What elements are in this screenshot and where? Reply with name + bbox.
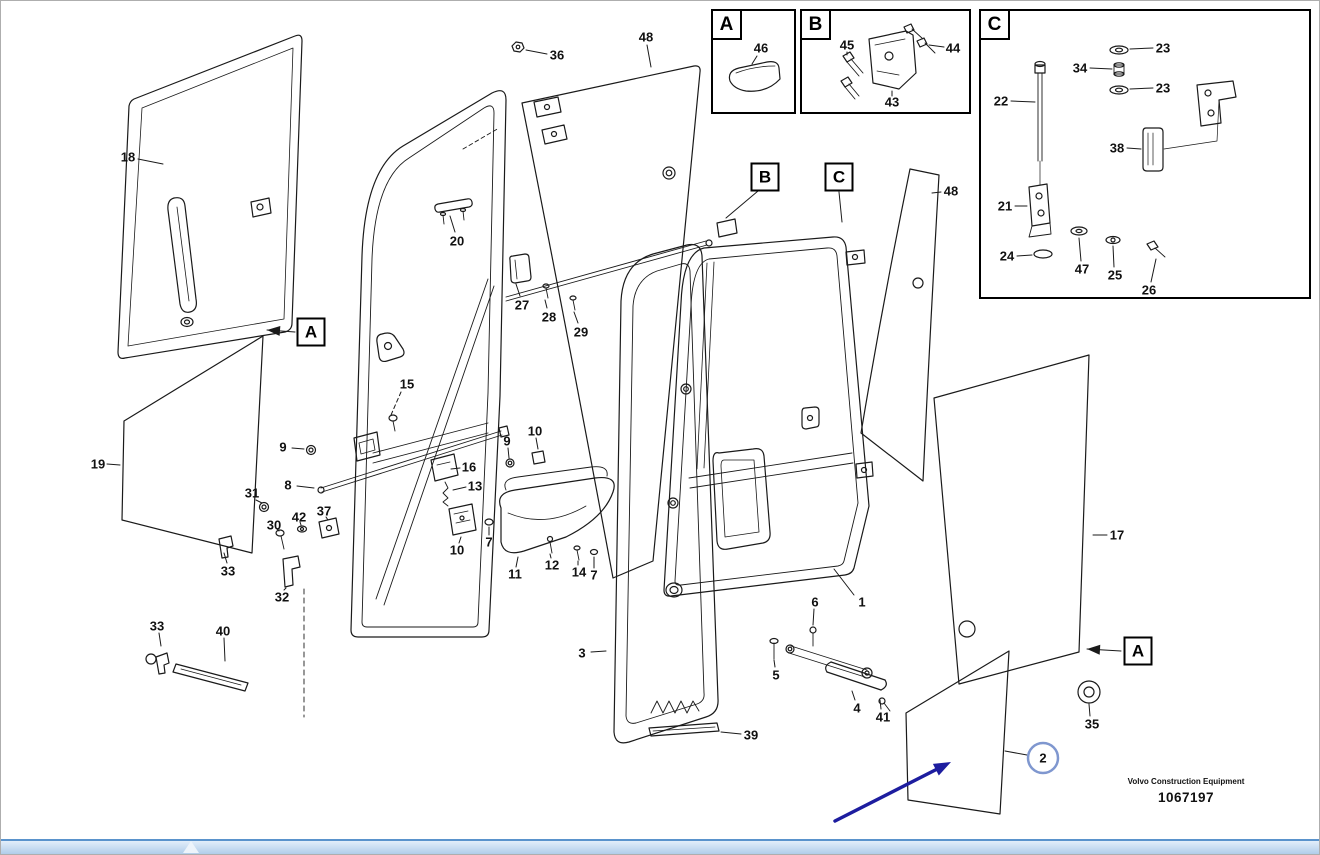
detail-view-box-a: A bbox=[711, 9, 796, 114]
leader-line bbox=[751, 55, 758, 65]
rear-door-glass-48 bbox=[860, 168, 940, 482]
leader-lines bbox=[106, 44, 1157, 756]
leader-line bbox=[535, 437, 539, 450]
leader-line bbox=[646, 44, 652, 68]
detail-view-box-b: B bbox=[800, 9, 971, 114]
leader-line bbox=[515, 283, 521, 297]
leader-line bbox=[549, 553, 552, 559]
leader-line bbox=[296, 485, 315, 489]
leader-line bbox=[931, 191, 942, 194]
leader-line bbox=[838, 191, 843, 223]
leader-line bbox=[299, 521, 302, 526]
leader-line bbox=[773, 659, 776, 668]
horizontal-scrollbar[interactable] bbox=[1, 839, 1319, 854]
glass-panel-19 bbox=[121, 335, 264, 554]
leader-line bbox=[458, 536, 462, 544]
rear-door-glass-17 bbox=[933, 354, 1090, 685]
leader-line bbox=[450, 467, 461, 470]
leader-line bbox=[1126, 147, 1142, 150]
leader-line bbox=[1010, 100, 1036, 103]
annotation-arrowhead bbox=[932, 762, 951, 776]
rear-door-1 bbox=[663, 236, 891, 712]
detail-b-parts bbox=[840, 23, 936, 100]
leader-line bbox=[390, 391, 402, 416]
leader-line bbox=[1150, 258, 1157, 283]
leader-line bbox=[833, 568, 855, 596]
leader-line bbox=[812, 608, 815, 626]
leader-line bbox=[1016, 254, 1033, 257]
leader-line bbox=[1112, 245, 1115, 268]
marker-arrowhead bbox=[1087, 644, 1101, 655]
leader-line bbox=[137, 158, 164, 165]
scrollbar-marker[interactable] bbox=[183, 841, 199, 853]
leader-line bbox=[276, 528, 280, 532]
leader-line bbox=[223, 552, 228, 564]
front-door-hardware bbox=[145, 41, 738, 718]
leader-line bbox=[590, 650, 607, 653]
leader-line bbox=[720, 731, 742, 735]
leader-line bbox=[452, 486, 467, 491]
annotation-group bbox=[833, 741, 1060, 823]
grommet-35 bbox=[1077, 680, 1101, 704]
leader-line bbox=[158, 632, 162, 647]
leader-line bbox=[325, 516, 329, 521]
leader-line bbox=[725, 190, 759, 219]
leader-line bbox=[879, 699, 882, 710]
leader-line bbox=[106, 463, 121, 466]
leader-line bbox=[1004, 750, 1028, 756]
detail-view-label-c: C bbox=[979, 9, 1010, 40]
front-door-glass-48 bbox=[521, 65, 701, 579]
leader-line bbox=[223, 637, 226, 662]
document-number: 1067197 bbox=[1157, 790, 1215, 805]
leader-line bbox=[525, 49, 548, 55]
annotation-arrow-line bbox=[833, 764, 944, 823]
door-glass-18 bbox=[117, 34, 303, 359]
leader-line bbox=[291, 447, 305, 450]
leader-line bbox=[255, 499, 263, 504]
marker-arrowhead bbox=[267, 325, 281, 336]
leader-line bbox=[1129, 87, 1154, 90]
brand-text: Volvo Construction Equipment bbox=[1127, 777, 1245, 786]
leader-line bbox=[449, 215, 456, 233]
leader-line bbox=[1129, 47, 1154, 50]
leader-line bbox=[928, 44, 945, 48]
leader-line bbox=[544, 299, 548, 309]
rear-door-glass-2 bbox=[905, 650, 1010, 815]
detail-view-box-c: C bbox=[979, 9, 1311, 299]
detail-view-label-a: A bbox=[711, 9, 742, 40]
leader-line bbox=[1089, 67, 1113, 70]
leader-line bbox=[1088, 703, 1091, 717]
leader-line bbox=[507, 447, 510, 459]
annotation-highlight-circle bbox=[1026, 741, 1060, 775]
leader-line bbox=[515, 556, 519, 568]
door-seal-3 bbox=[613, 243, 720, 744]
leader-line bbox=[1078, 237, 1082, 262]
leader-line bbox=[283, 587, 287, 591]
detail-view-label-b: B bbox=[800, 9, 831, 40]
detail-a-parts bbox=[728, 61, 781, 92]
leader-line bbox=[573, 311, 579, 324]
leader-line bbox=[851, 690, 856, 701]
front-door-frame bbox=[350, 90, 507, 638]
document-footer: Volvo Construction Equipment 1067197 bbox=[1119, 777, 1253, 805]
detail-c-parts bbox=[1028, 45, 1237, 259]
